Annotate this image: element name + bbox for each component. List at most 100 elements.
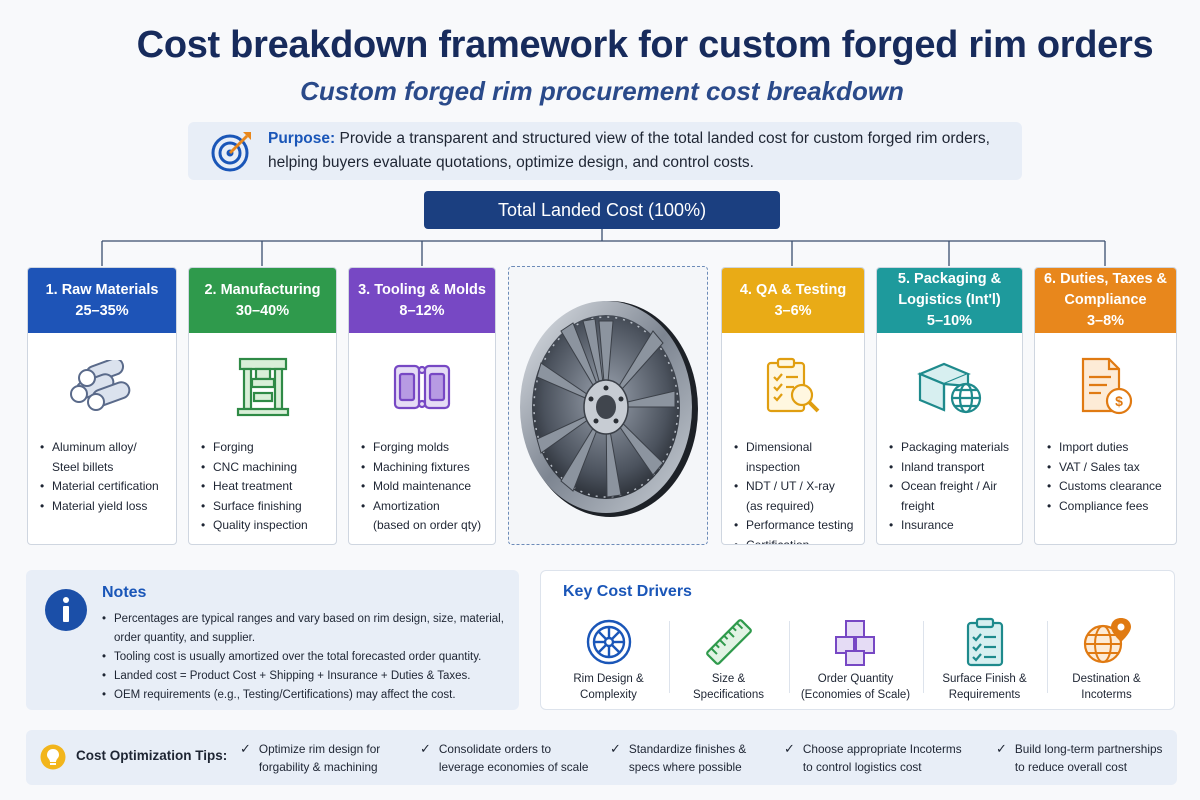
category-card-raw-materials: 1. Raw Materials 25–35% Aluminum alloy/ … xyxy=(27,267,177,545)
category-range: 3–6% xyxy=(774,302,812,319)
category-card-tooling-molds: 3. Tooling & Molds 8–12% Forging molds M… xyxy=(348,267,496,545)
list-item: Insurance xyxy=(889,516,1012,536)
note-item: order quantity, and supplier. xyxy=(114,632,256,644)
list-item: Import duties xyxy=(1047,438,1166,458)
driver-label: Order Quantity xyxy=(817,673,894,685)
check-icon: ✓ xyxy=(240,741,251,756)
box-globe-icon xyxy=(877,333,1022,438)
list-item: Ocean freight / Air freight xyxy=(889,477,1012,516)
tip-line2: specs where possible xyxy=(628,760,742,774)
list-item: (as required) xyxy=(746,498,815,513)
tip-line2: leverage economies of scale xyxy=(438,760,589,774)
driver-rim-design: Rim Design & Complexity xyxy=(545,617,672,705)
list-item: Surface finishing xyxy=(201,497,326,517)
checklist-icon xyxy=(962,617,1008,667)
tip-item: ✓ Standardize finishes & specs where poss… xyxy=(610,740,746,776)
tip-line1: Standardize finishes & xyxy=(628,742,747,756)
category-range: 5–10% xyxy=(926,313,973,329)
divider xyxy=(789,621,790,693)
category-title: 5. Packaging & xyxy=(897,271,1002,287)
list-item: Compliance fees xyxy=(1047,497,1166,517)
tip-line1: Choose appropriate Incoterms xyxy=(802,742,962,756)
list-item: Dimensional inspection xyxy=(734,438,854,477)
divider xyxy=(669,621,670,693)
purpose-banner: Purpose: Provide a transparent and struc… xyxy=(188,122,1022,180)
list-item: Forging molds xyxy=(361,438,485,458)
note-item: Landed cost = Product Cost + Shipping + … xyxy=(102,667,504,686)
list-item: Performance testing xyxy=(734,516,854,536)
notes-panel: Notes Percentages are typical ranges and… xyxy=(26,570,519,710)
driver-label: Destination & xyxy=(1072,673,1141,685)
category-card-qa-testing: 4. QA & Testing 3–6% Dimensional inspect… xyxy=(721,267,865,545)
category-title: 1. Raw Materials xyxy=(45,281,159,298)
drivers-title: Key Cost Drivers xyxy=(563,583,692,600)
driver-label-line2: Requirements xyxy=(948,689,1021,701)
globe-pin-icon xyxy=(1081,617,1133,667)
list-item: Aluminum alloy/ xyxy=(40,438,166,458)
list-item: Forging xyxy=(201,438,326,458)
category-card-packaging-logistics: 5. Packaging & Logistics (Int'l) 5–10% P… xyxy=(876,267,1023,545)
category-title: 4. QA & Testing xyxy=(739,281,847,298)
list-item: Heat treatment xyxy=(201,477,326,497)
driver-label-line2: (Economies of Scale) xyxy=(800,689,911,701)
list-item: Certification xyxy=(734,536,854,544)
page-title: Cost breakdown framework for custom forg… xyxy=(136,24,1154,66)
purpose-text-line1: Provide a transparent and structured vie… xyxy=(335,130,990,147)
divider xyxy=(923,621,924,693)
purpose-label: Purpose: xyxy=(268,130,336,147)
total-landed-cost: Total Landed Cost (100%) xyxy=(424,191,780,229)
category-title-line2: Compliance xyxy=(1064,292,1147,308)
list-item: Quality inspection xyxy=(201,516,326,536)
key-cost-drivers-panel: Key Cost Drivers Rim Design & xyxy=(540,570,1175,710)
list-item: CNC machining xyxy=(201,458,326,478)
driver-destination-incoterms: Destination & Incoterms xyxy=(1043,617,1170,705)
check-icon: ✓ xyxy=(610,741,621,756)
category-range: 30–40% xyxy=(235,302,290,319)
document-dollar-icon: $ xyxy=(1035,333,1176,438)
driver-label: Surface Finish & xyxy=(942,673,1027,685)
note-item: Percentages are typical ranges and vary … xyxy=(102,610,504,629)
list-item: Machining fixtures xyxy=(361,458,485,478)
category-card-duties-taxes: 6. Duties, Taxes & Compliance 3–8% $ Imp… xyxy=(1034,267,1177,545)
billets-icon xyxy=(28,333,176,438)
driver-label-line2: Complexity xyxy=(580,689,637,701)
list-item: Amortization xyxy=(361,497,485,517)
list-item: Mold maintenance xyxy=(361,477,485,497)
molds-icon xyxy=(349,333,495,438)
tips-label: Cost Optimization Tips: xyxy=(76,748,228,763)
driver-label-line2: Incoterms xyxy=(1081,689,1132,701)
lightbulb-icon xyxy=(40,744,66,775)
ruler-icon xyxy=(703,617,755,667)
list-item: (based on order qty) xyxy=(373,518,482,533)
list-item: NDT / UT / X-ray xyxy=(734,477,854,497)
rim-icon xyxy=(585,617,633,667)
tip-item: ✓ Optimize rim design for forgability & m… xyxy=(240,740,380,776)
cubes-icon xyxy=(830,617,882,667)
category-title-line2: Logistics (Int'l) xyxy=(898,292,1001,308)
category-range: 8–12% xyxy=(399,302,445,319)
info-icon xyxy=(44,588,88,637)
category-title: 3. Tooling & Molds xyxy=(358,281,486,298)
tip-line1: Build long-term partnerships xyxy=(1014,742,1163,756)
list-item: Material yield loss xyxy=(40,497,166,517)
forging-press-icon xyxy=(189,333,336,438)
list-item: VAT / Sales tax xyxy=(1047,458,1166,478)
check-icon: ✓ xyxy=(784,741,795,756)
svg-text:$: $ xyxy=(1115,393,1123,409)
note-item: Tooling cost is usually amortized over t… xyxy=(102,648,504,667)
list-item: Material certification xyxy=(40,477,166,497)
forged-rim-image xyxy=(508,266,708,545)
tip-line2: forgability & machining xyxy=(258,760,378,774)
tip-line1: Optimize rim design for xyxy=(258,742,381,756)
category-range: 3–8% xyxy=(1086,313,1125,329)
list-item: Steel billets xyxy=(52,459,114,474)
category-range: 25–35% xyxy=(75,302,129,319)
cost-optimization-tips: Cost Optimization Tips: ✓ Optimize rim d… xyxy=(26,730,1177,785)
driver-label: Size & xyxy=(711,673,746,685)
list-item: Packaging materials xyxy=(889,438,1012,458)
check-icon: ✓ xyxy=(996,741,1007,756)
driver-label-line2: Specifications xyxy=(693,689,764,701)
